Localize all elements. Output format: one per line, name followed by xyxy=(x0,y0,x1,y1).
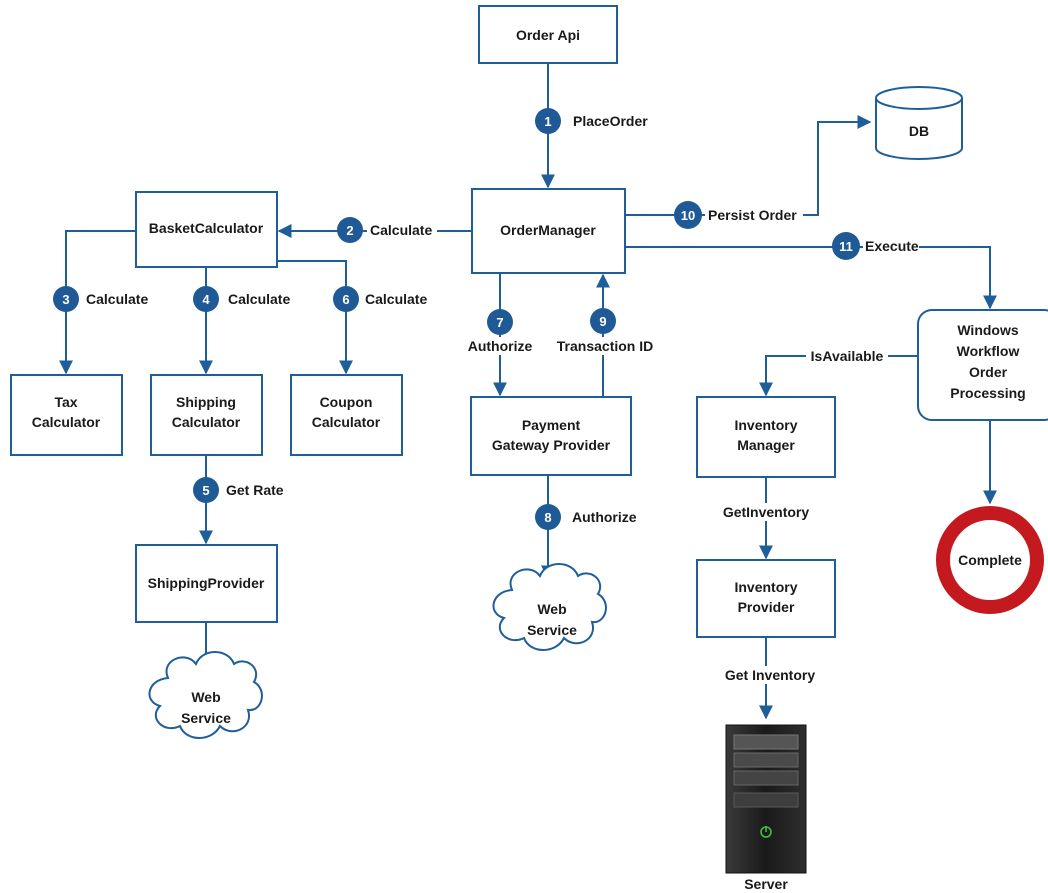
step-7-label: Authorize xyxy=(468,338,533,354)
payment-gateway-line1: Payment xyxy=(522,417,581,433)
svg-text:Get Inventory: Get Inventory xyxy=(725,667,815,683)
order-api-label: Order Api xyxy=(516,27,580,43)
shipping-calculator-line1: Shipping xyxy=(176,394,236,410)
step-6-number: 6 xyxy=(342,292,349,307)
inventory-provider-line2: Provider xyxy=(738,599,795,615)
is-available-edge-label: IsAvailable xyxy=(806,347,888,365)
step-11: 11 Execute xyxy=(832,232,919,260)
svg-text:GetInventory: GetInventory xyxy=(723,504,810,520)
step-8: 8 Authorize xyxy=(535,504,637,530)
step-5-label: Get Rate xyxy=(226,482,284,498)
step-4: 4 Calculate xyxy=(193,286,290,312)
step-5-number: 5 xyxy=(202,483,209,498)
shipping-calculator-node: Shipping Calculator xyxy=(150,374,263,456)
step-2: 2 Calculate xyxy=(337,217,437,243)
step-10-number: 10 xyxy=(681,208,695,223)
step-10: 10 Persist Order xyxy=(674,201,803,229)
step-3: 3 Calculate xyxy=(53,286,148,312)
basket-calculator-label: BasketCalculator xyxy=(149,220,264,236)
db-label: DB xyxy=(909,123,929,139)
windows-workflow-line1: Windows xyxy=(957,322,1019,338)
step-10-label: Persist Order xyxy=(708,207,797,223)
order-manager-label: OrderManager xyxy=(500,222,596,238)
server-icon xyxy=(725,724,807,874)
step-1-label: PlaceOrder xyxy=(573,113,648,129)
step-8-number: 8 xyxy=(544,510,551,525)
tax-calculator-line1: Tax xyxy=(54,394,77,410)
web-service-shipping-line1: Web xyxy=(191,689,220,705)
get-inventory-edge-label-1: GetInventory xyxy=(720,503,812,521)
inventory-manager-line1: Inventory xyxy=(734,417,797,433)
step-3-number: 3 xyxy=(62,292,69,307)
server-node: Server xyxy=(725,724,807,892)
step-6: 6 Calculate xyxy=(333,286,427,312)
inventory-provider-node: Inventory Provider xyxy=(696,559,836,638)
step-7-number: 7 xyxy=(496,315,503,330)
step-1-number: 1 xyxy=(544,114,551,129)
step-11-label: Execute xyxy=(865,238,919,254)
windows-workflow-line2: Workflow xyxy=(957,343,1020,359)
windows-workflow-line3: Order xyxy=(969,364,1008,380)
coupon-calculator-line1: Coupon xyxy=(320,394,373,410)
step-9-label: Transaction ID xyxy=(557,338,653,354)
basket-calculator-node: BasketCalculator xyxy=(135,191,278,268)
get-inventory-edge-label-2: Get Inventory xyxy=(716,666,816,684)
svg-text:IsAvailable: IsAvailable xyxy=(811,348,884,364)
complete-label: Complete xyxy=(958,552,1022,568)
step-2-number: 2 xyxy=(346,223,353,238)
coupon-calculator-line2: Calculator xyxy=(312,414,381,430)
step-9: 9 Transaction ID xyxy=(553,308,657,355)
shipping-calculator-line2: Calculator xyxy=(172,414,241,430)
step-6-label: Calculate xyxy=(365,291,427,307)
inventory-manager-line2: Manager xyxy=(737,437,795,453)
web-service-shipping-line2: Service xyxy=(181,710,231,726)
step-8-label: Authorize xyxy=(572,509,637,525)
windows-workflow-node: Windows Workflow Order Processing xyxy=(917,309,1048,421)
tax-calculator-line2: Calculator xyxy=(32,414,101,430)
web-service-payment-line2: Service xyxy=(527,622,577,638)
payment-gateway-node: Payment Gateway Provider xyxy=(470,396,632,476)
windows-workflow-line4: Processing xyxy=(950,385,1025,401)
step-4-label: Calculate xyxy=(228,291,290,307)
step-7: 7 Authorize xyxy=(466,309,534,355)
step-11-number: 11 xyxy=(839,239,853,254)
inventory-manager-node: Inventory Manager xyxy=(696,396,836,478)
step-5: 5 Get Rate xyxy=(193,477,284,503)
order-manager-node: OrderManager xyxy=(471,188,626,274)
shipping-provider-node: ShippingProvider xyxy=(135,544,278,623)
step-3-label: Calculate xyxy=(86,291,148,307)
web-service-payment-line1: Web xyxy=(537,601,566,617)
step-9-number: 9 xyxy=(599,314,606,329)
step-1: 1 PlaceOrder xyxy=(535,108,648,134)
db-node: DB xyxy=(875,86,963,160)
web-service-shipping-cloud: Web Service xyxy=(148,651,263,739)
coupon-calculator-node: Coupon Calculator xyxy=(290,374,403,456)
step-4-number: 4 xyxy=(202,292,210,307)
tax-calculator-node: Tax Calculator xyxy=(10,374,123,456)
step-2-label: Calculate xyxy=(370,222,432,238)
web-service-payment-cloud: Web Service xyxy=(492,563,607,651)
complete-node: Complete xyxy=(936,506,1044,614)
order-api-node: Order Api xyxy=(478,5,618,64)
shipping-provider-label: ShippingProvider xyxy=(148,575,265,591)
payment-gateway-line2: Gateway Provider xyxy=(492,437,611,453)
server-label: Server xyxy=(744,876,788,892)
inventory-provider-line1: Inventory xyxy=(734,579,797,595)
